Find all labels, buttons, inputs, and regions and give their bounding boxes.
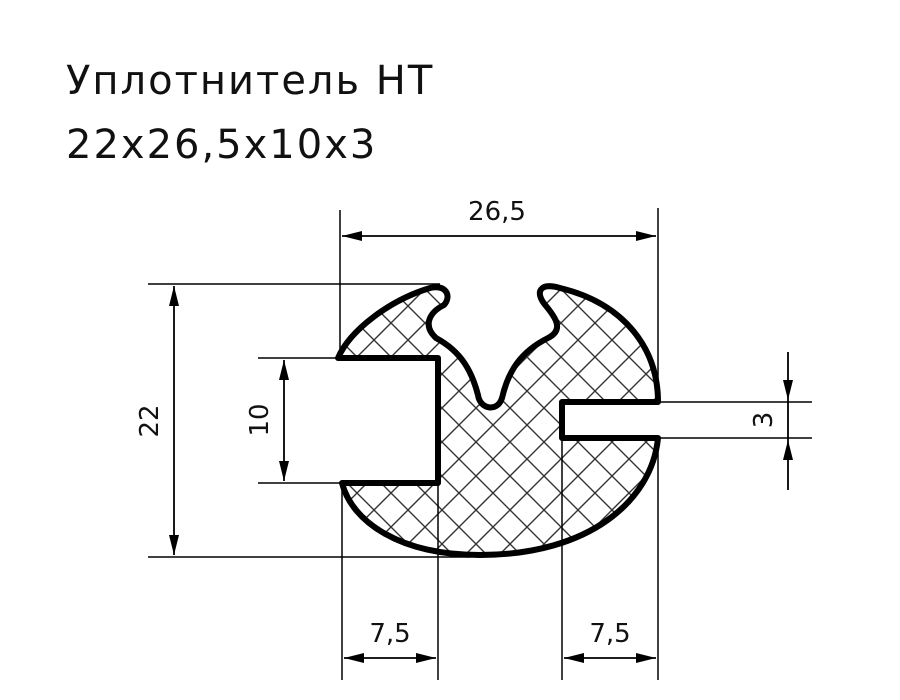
profile-title: Уплотнитель НТ — [66, 58, 435, 104]
height-label: 22 — [135, 404, 165, 437]
width-label: 26,5 — [468, 197, 526, 227]
groove-label: 3 — [749, 412, 779, 429]
slot-height-label: 10 — [245, 403, 275, 436]
extension-lines — [148, 208, 812, 680]
left-depth-label: 7,5 — [369, 619, 410, 649]
dimension-lines — [169, 231, 793, 663]
profile-size-label: 22x26,5x10x3 — [66, 122, 378, 168]
right-depth-label: 7,5 — [589, 619, 630, 649]
seal-profile — [335, 283, 661, 558]
